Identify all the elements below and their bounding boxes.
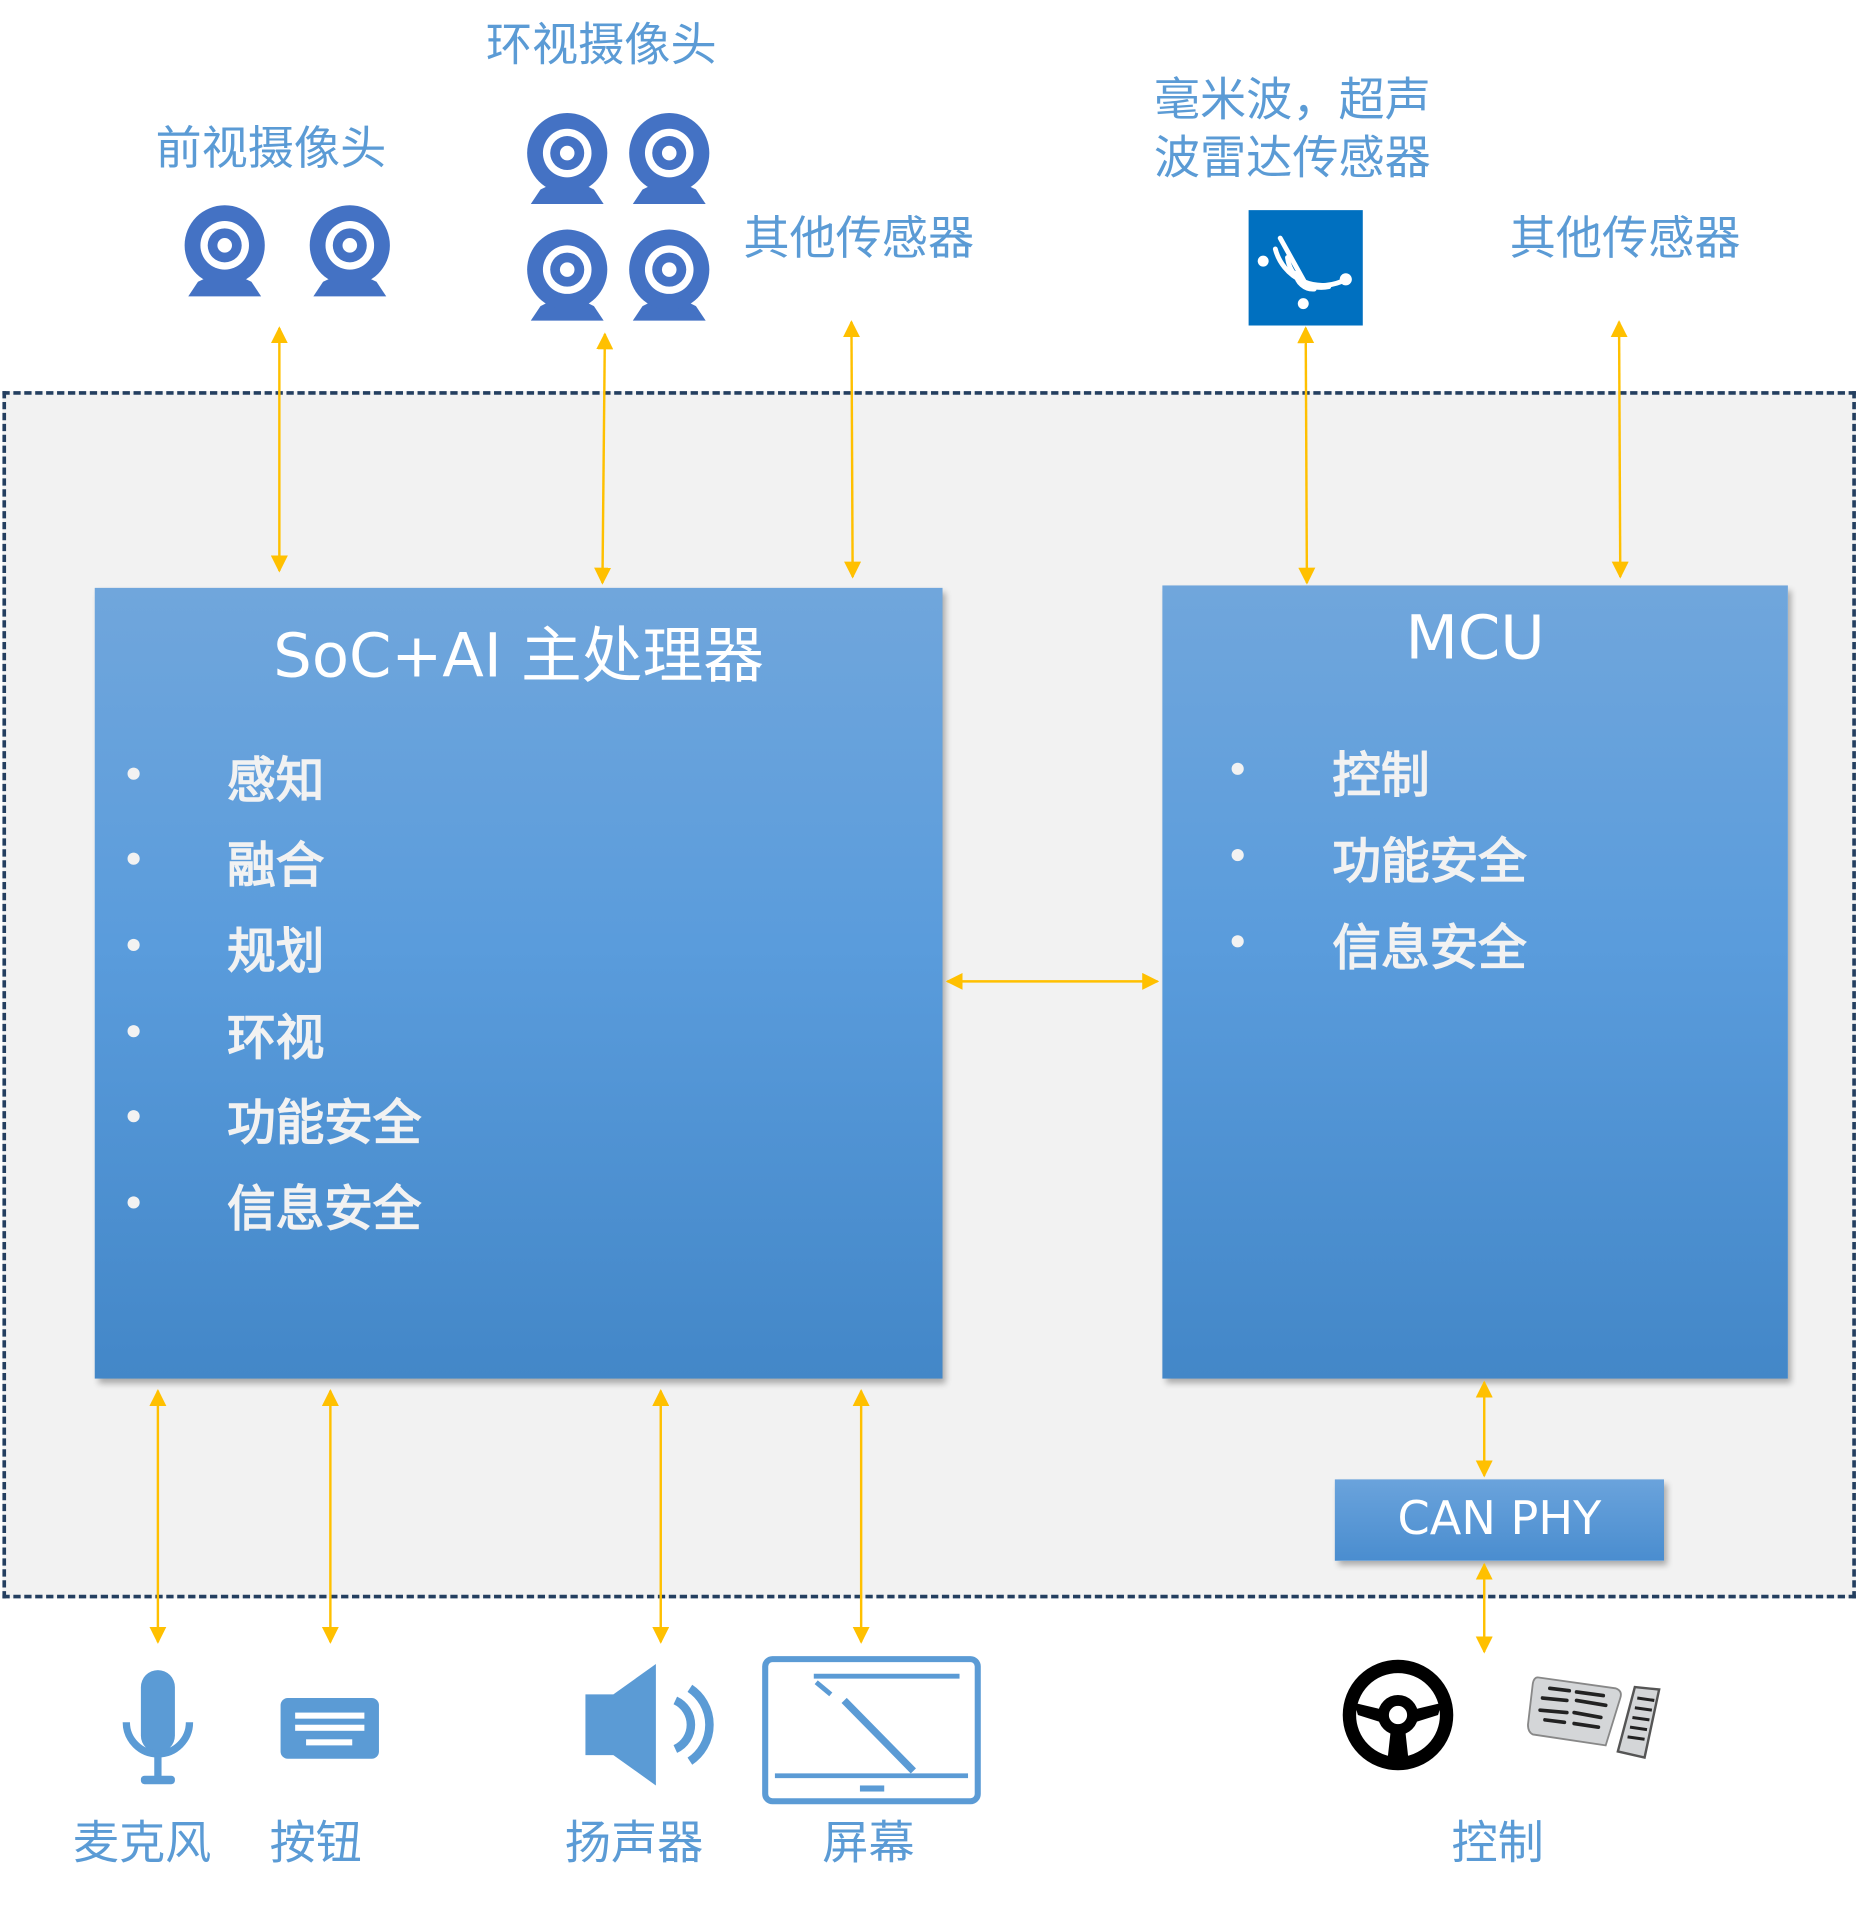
screen-icon: [762, 1656, 981, 1805]
soc-title: SoC+AI 主处理器: [273, 620, 764, 692]
bullet: [1231, 849, 1244, 862]
mcu-item: 信息安全: [1332, 920, 1527, 977]
control-label: 控制: [1451, 1815, 1544, 1870]
mcu-box: MCU 控制 功能安全 信息安全: [1162, 585, 1788, 1379]
other-sensors-left-label: 其他传感器: [743, 211, 975, 265]
can-phy-box: CAN PHY: [1334, 1479, 1665, 1561]
speaker-icon: [585, 1664, 714, 1786]
bullet: [127, 1110, 140, 1123]
front-camera-icon: [184, 205, 390, 297]
button-label: 按钮: [269, 1815, 362, 1870]
speaker-label: 扬声器: [564, 1815, 704, 1870]
soc-item: 融合: [227, 838, 325, 894]
bullet: [127, 1196, 140, 1209]
soc-item: 规划: [227, 924, 325, 981]
screen-label: 屏幕: [822, 1815, 915, 1870]
microphone-label: 麦克风: [72, 1815, 212, 1870]
mcu-item: 功能安全: [1332, 834, 1527, 891]
radar-icon: [1248, 210, 1363, 326]
bullet: [1231, 762, 1244, 775]
radar-label-line1: 毫米波，超声: [1153, 72, 1431, 127]
soc-item: 感知: [227, 753, 325, 809]
bullet: [127, 938, 140, 952]
bullet: [127, 767, 140, 780]
soc-item: 环视: [227, 1010, 325, 1067]
surround-camera-label: 环视摄像头: [485, 18, 717, 72]
bullet: [1231, 935, 1244, 948]
bullet: [127, 1025, 140, 1038]
front-camera-label: 前视摄像头: [155, 121, 387, 175]
steering-wheel-icon: [1342, 1659, 1454, 1771]
can-phy-label: CAN PHY: [1397, 1491, 1602, 1545]
microphone-icon: [122, 1670, 194, 1785]
soc-item: 功能安全: [227, 1095, 422, 1152]
radar-label-line2: 波雷达传感器: [1153, 131, 1431, 185]
surround-camera-icon: [527, 112, 710, 321]
keyboard-icon: [280, 1698, 379, 1759]
bullet: [127, 852, 140, 865]
pedals-icon: [1527, 1676, 1661, 1759]
mcu-item: 控制: [1332, 748, 1430, 805]
soc-processor-box: SoC+AI 主处理器 感知 融合 规划 环视 功能安全 信息安全: [94, 587, 943, 1379]
soc-item: 信息安全: [227, 1181, 422, 1238]
other-sensors-right-label: 其他传感器: [1509, 211, 1741, 265]
connection-arrows: [149, 320, 1629, 1654]
mcu-title: MCU: [1405, 602, 1545, 673]
